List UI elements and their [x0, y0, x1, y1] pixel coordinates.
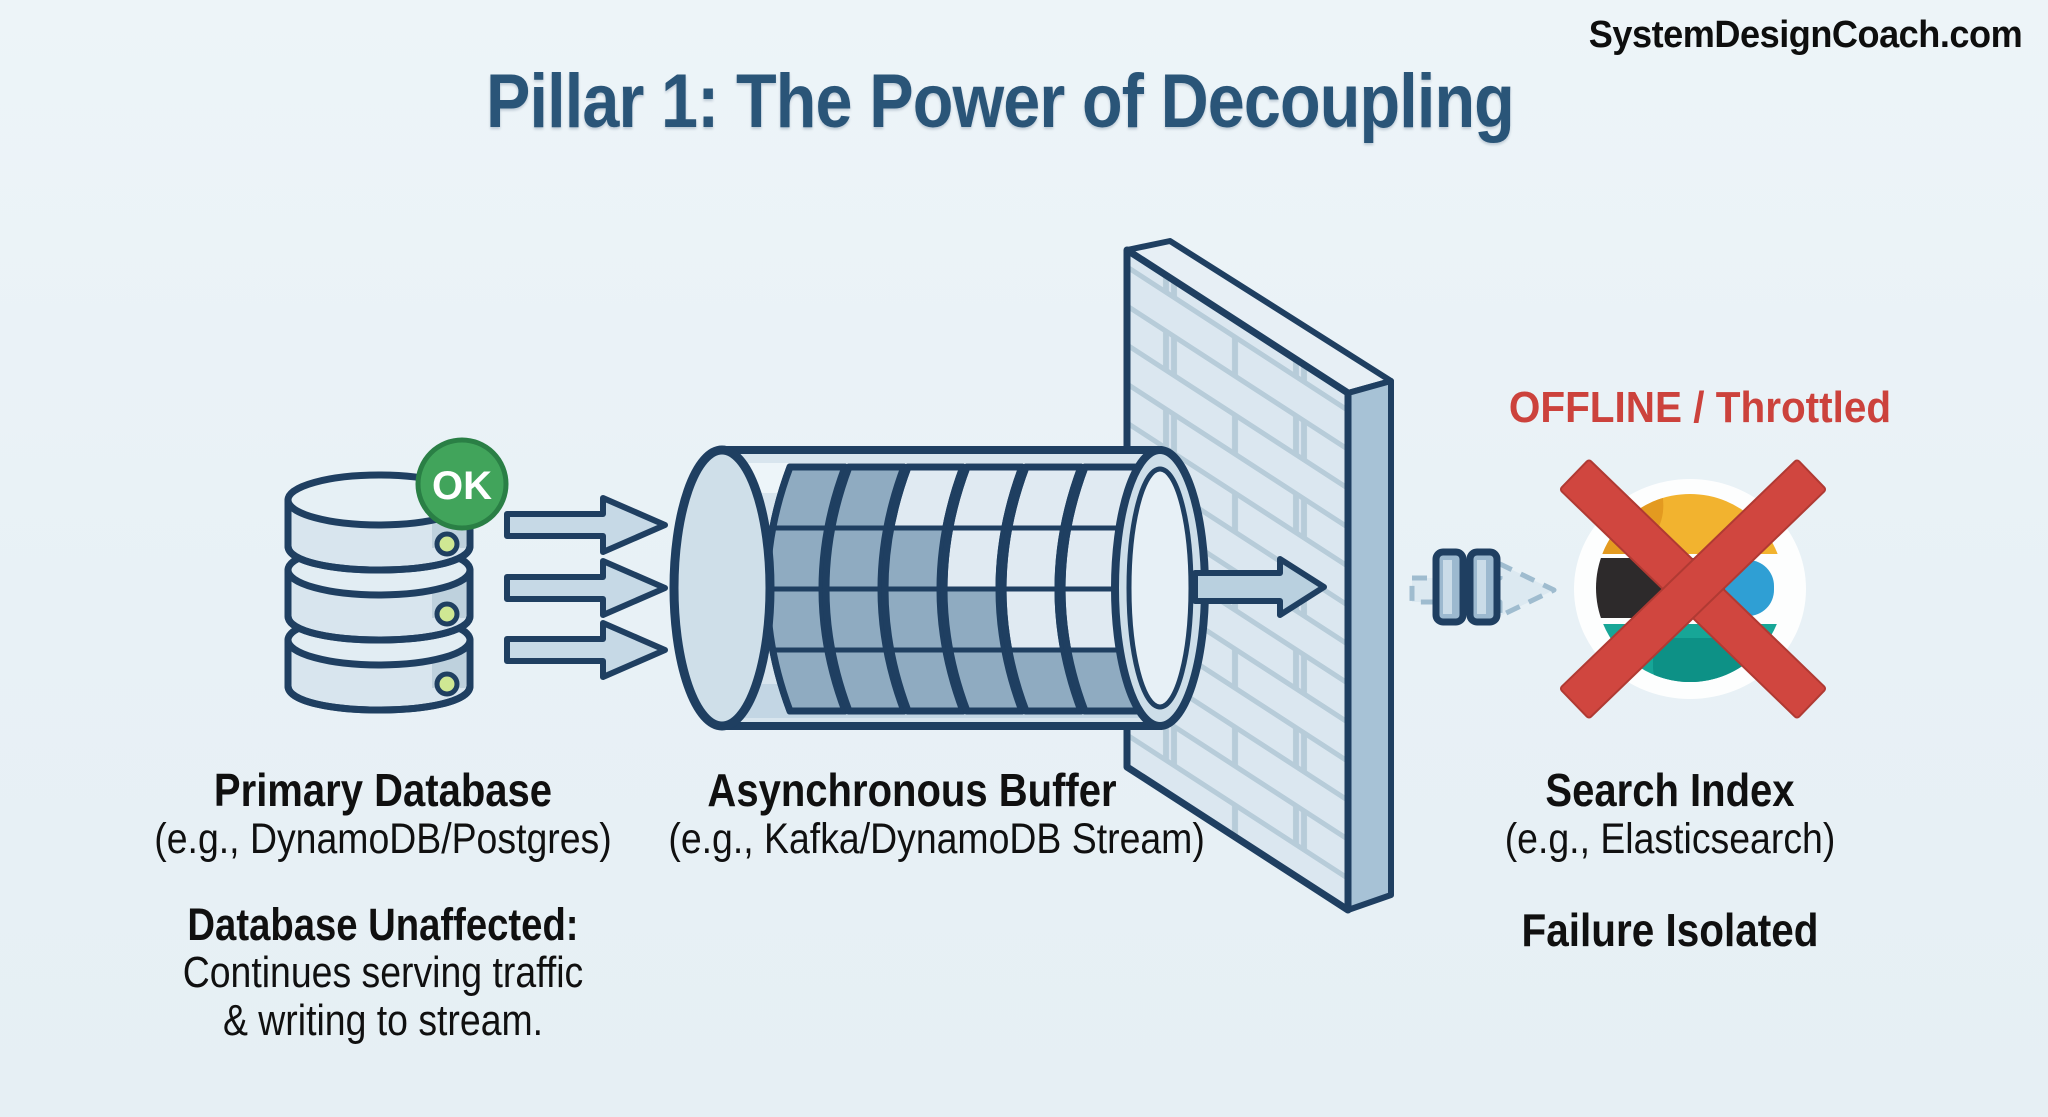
status-led-icon	[434, 601, 460, 627]
red-x-icon	[1559, 459, 1827, 719]
database-label: Primary Database (e.g., DynamoDB/Postgre…	[139, 766, 626, 864]
flow-arrow-icon	[504, 620, 668, 680]
buffer-cylinder-icon	[669, 445, 1209, 731]
buffer-front-face	[669, 445, 775, 731]
database-note-line: & writing to stream.	[222, 996, 544, 1045]
search-label-main: Search Index	[1545, 764, 1795, 816]
svg-text:OK: OK	[432, 464, 492, 508]
status-led-icon	[434, 531, 460, 557]
ok-badge: OK	[415, 437, 509, 531]
flow-arrow-icon	[504, 558, 668, 618]
database-note-title: Database Unaffected:	[187, 899, 579, 950]
through-wall-arrow-icon	[1192, 556, 1327, 618]
buffer-label-main: Asynchronous Buffer	[707, 764, 1117, 816]
write-flow-arrows	[504, 495, 668, 680]
database-note: Database Unaffected: Continues serving t…	[145, 901, 621, 1045]
page-title: Pillar 1: The Power of Decoupling	[486, 59, 1515, 144]
pause-bars-icon	[1432, 548, 1501, 626]
throttled-flow	[1409, 548, 1557, 626]
offline-status-label: OFFLINE / Throttled	[1508, 383, 1892, 432]
search-label-sub: (e.g., Elasticsearch)	[1504, 815, 1836, 863]
database-note-line: Continues serving traffic	[182, 948, 584, 997]
buffer-segments	[763, 463, 1144, 715]
buffer-label-sub: (e.g., Kafka/DynamoDB Stream)	[668, 815, 1205, 863]
buffer-label: Asynchronous Buffer (e.g., Kafka/DynamoD…	[668, 764, 1205, 864]
search-label: Search Index (e.g., Elasticsearch)	[1426, 766, 1913, 864]
database-label-main: Primary Database	[213, 764, 553, 816]
status-led-icon	[434, 671, 460, 697]
failure-isolated-note: Failure Isolated	[1521, 904, 1819, 956]
flow-arrow-icon	[504, 495, 668, 555]
brand-text: SystemDesignCoach.com	[1588, 14, 2023, 56]
database-label-sub: (e.g., DynamoDB/Postgres)	[154, 815, 612, 863]
